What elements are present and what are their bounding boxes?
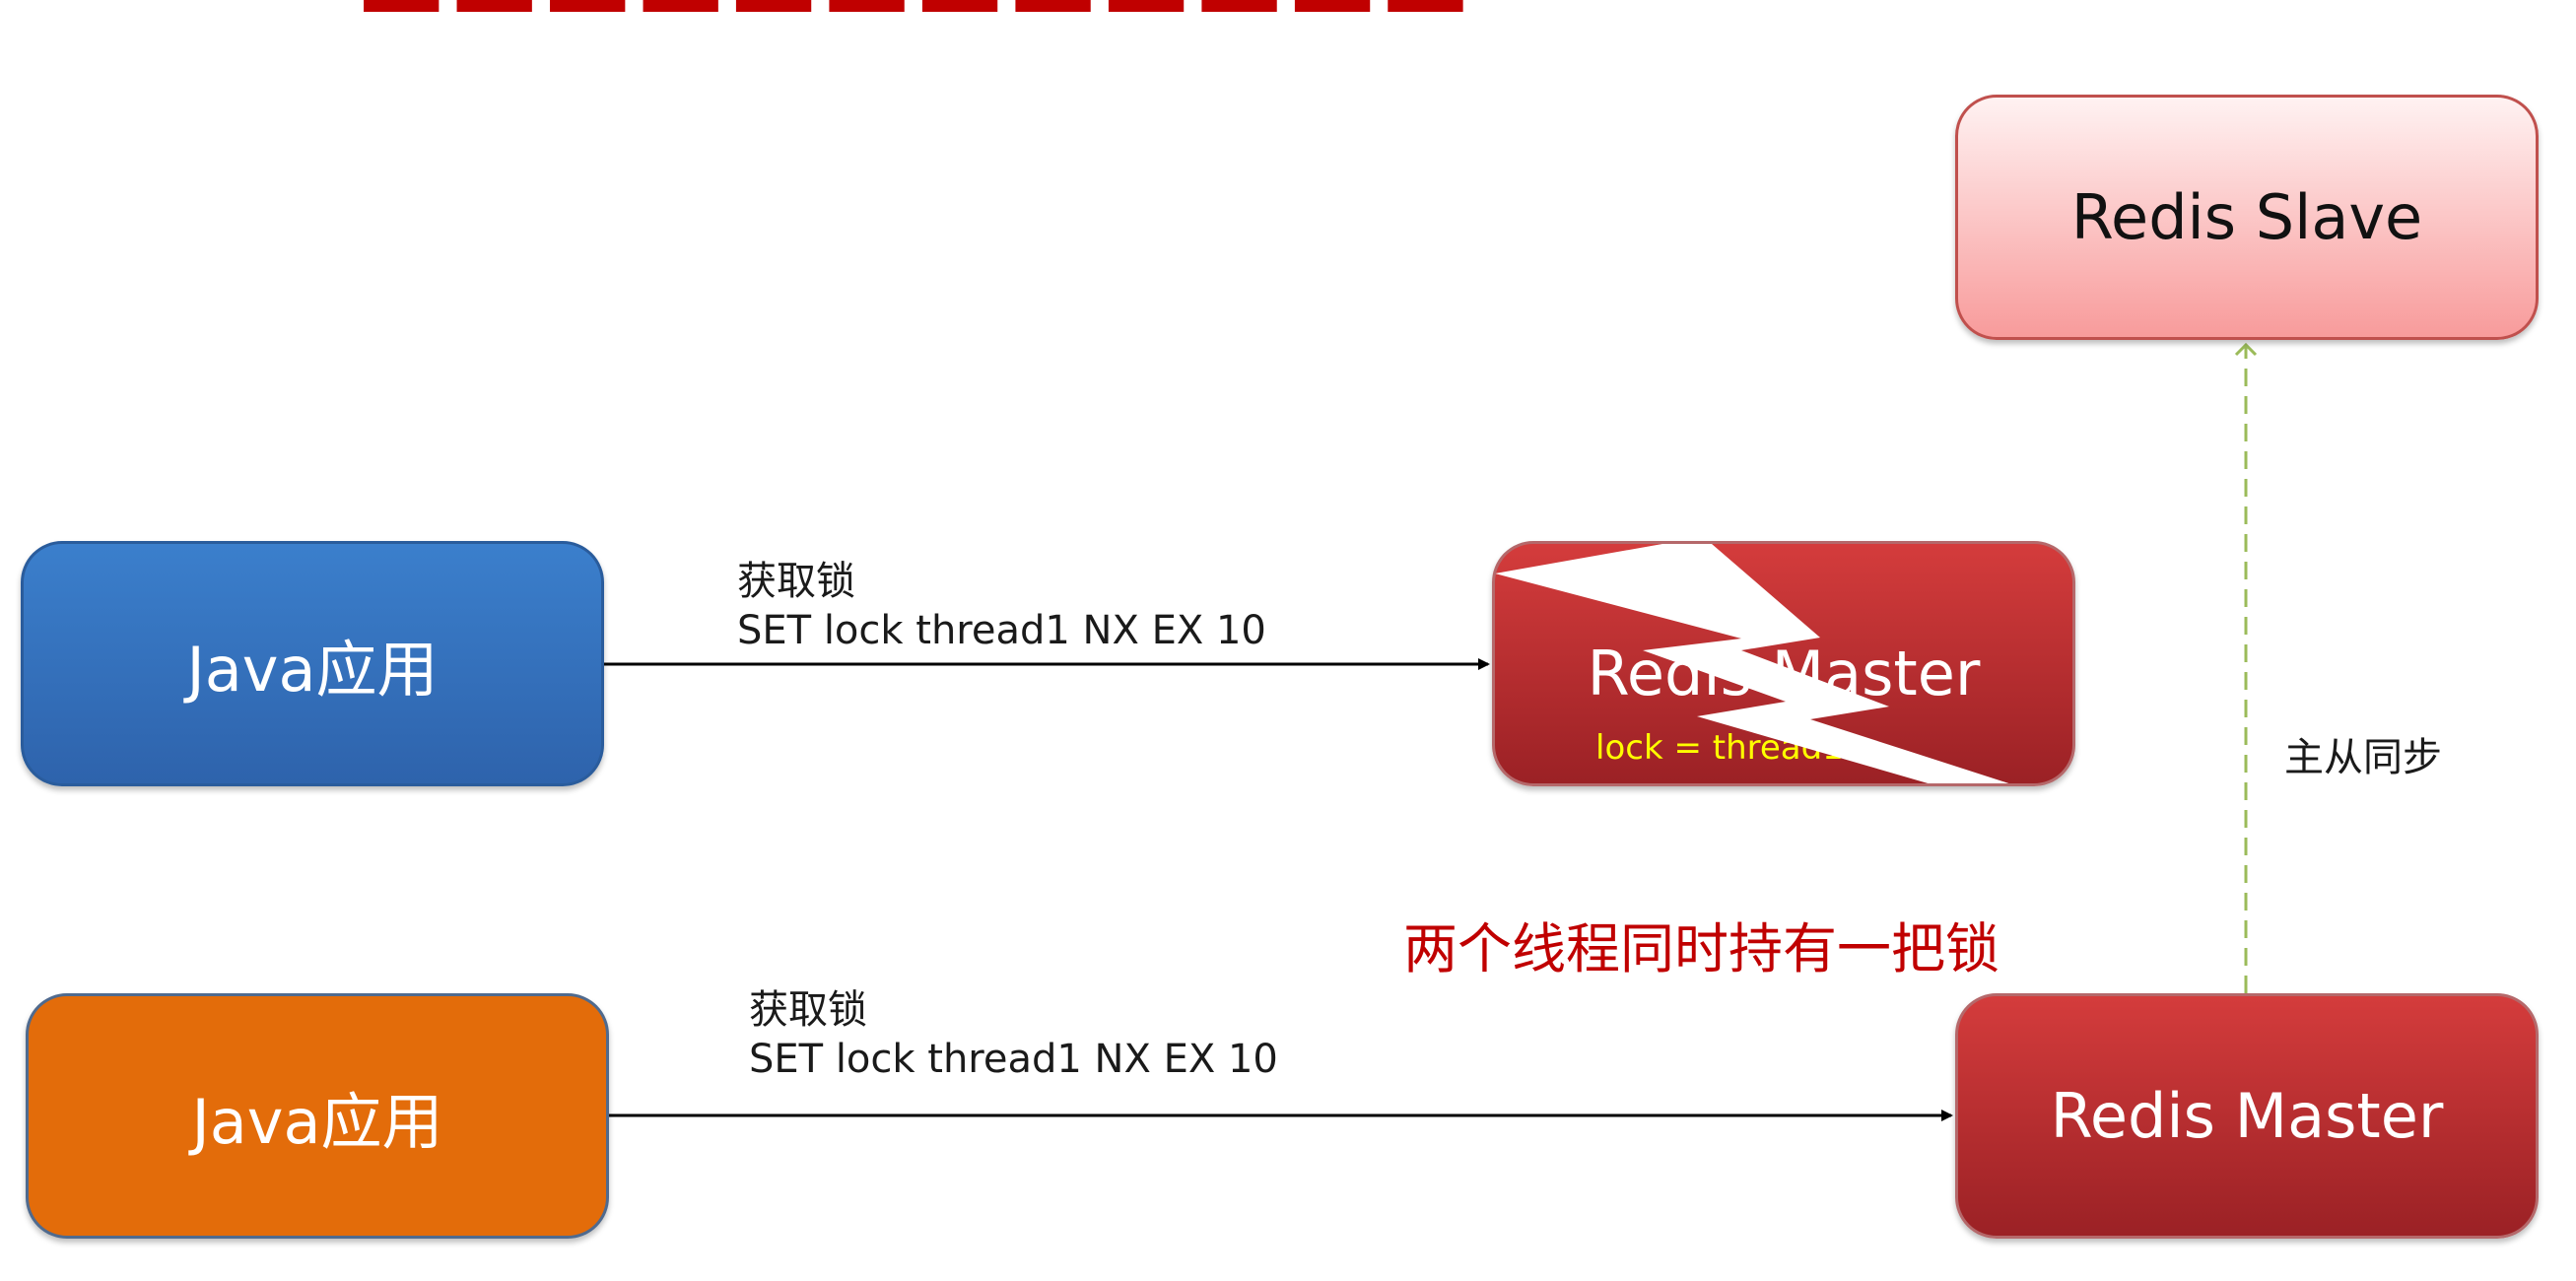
java-app-node-1-label: Java应用 xyxy=(186,633,439,706)
java-app-node-2: Java应用 xyxy=(26,993,609,1239)
bottom-request-command: SET lock thread1 NX EX 10 xyxy=(749,1037,1278,1082)
warning-text: 两个线程同时持有一把锁 xyxy=(1403,917,2000,980)
redis-master-node-promoted-label: Redis Master xyxy=(2050,1080,2444,1152)
bottom-request-title: 获取锁 xyxy=(749,987,867,1033)
redis-slave-node: Redis Slave xyxy=(1955,95,2539,340)
top-request-command: SET lock thread1 NX EX 10 xyxy=(737,608,1266,653)
slide-title-partial-text: ■■■■■■■■■■■■ xyxy=(355,0,1472,12)
redis-master-node-failed: Redis Master lock = thread1 xyxy=(1492,541,2075,786)
top-request-label: 获取锁 SET lock thread1 NX EX 10 xyxy=(737,557,1266,655)
sync-label: 主从同步 xyxy=(2284,735,2442,780)
bottom-request-label: 获取锁 SET lock thread1 NX EX 10 xyxy=(749,985,1278,1084)
slide-title-fragment: ■■■■■■■■■■■■ xyxy=(355,0,1498,12)
lightning-bolt-icon xyxy=(1495,544,2009,783)
redis-slave-node-label: Redis Slave xyxy=(2070,181,2423,253)
java-app-node-2-label: Java应用 xyxy=(191,1085,443,1158)
redis-master-node-promoted: Redis Master xyxy=(1955,993,2539,1239)
java-app-node-1: Java应用 xyxy=(21,541,604,786)
top-request-title: 获取锁 xyxy=(737,559,855,604)
